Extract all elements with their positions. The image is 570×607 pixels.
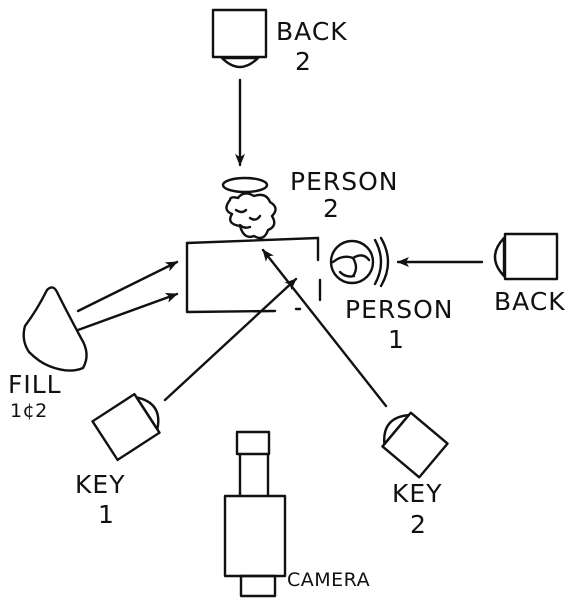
back-1-label: BACK 1 [494, 287, 570, 316]
person-1-label: PERSON [345, 295, 454, 324]
person-2-head-icon [223, 178, 276, 238]
fill-light-icon [24, 287, 87, 370]
fill-number: 1¢2 [10, 400, 48, 422]
fill-beam-arrow-lower [78, 294, 177, 330]
key-1-light-icon [93, 389, 168, 460]
person-2-label: PERSON [290, 167, 399, 196]
back-1-light-icon [495, 234, 557, 279]
back-2-light-icon [213, 10, 266, 67]
key-1-number: 1 [98, 500, 115, 529]
key-1-label: KEY [75, 470, 125, 499]
person-1-number: 1 [388, 325, 405, 354]
key-2-beam-arrow [263, 250, 386, 406]
set-box [187, 238, 320, 312]
key-2-number: 2 [410, 510, 427, 539]
fill-beam-arrow-upper [78, 262, 177, 311]
back-2-label: BACK [276, 17, 348, 46]
camera-icon [225, 432, 285, 596]
key-2-label: KEY [392, 479, 442, 508]
back-2-number: 2 [295, 47, 312, 76]
key-2-light-icon [375, 407, 447, 478]
key-1-beam-arrow [165, 279, 296, 400]
camera-label: CAMERA [287, 569, 370, 591]
person-1-head-icon [331, 238, 388, 286]
fill-label: FILL [8, 370, 62, 399]
person-2-number: 2 [323, 194, 340, 223]
